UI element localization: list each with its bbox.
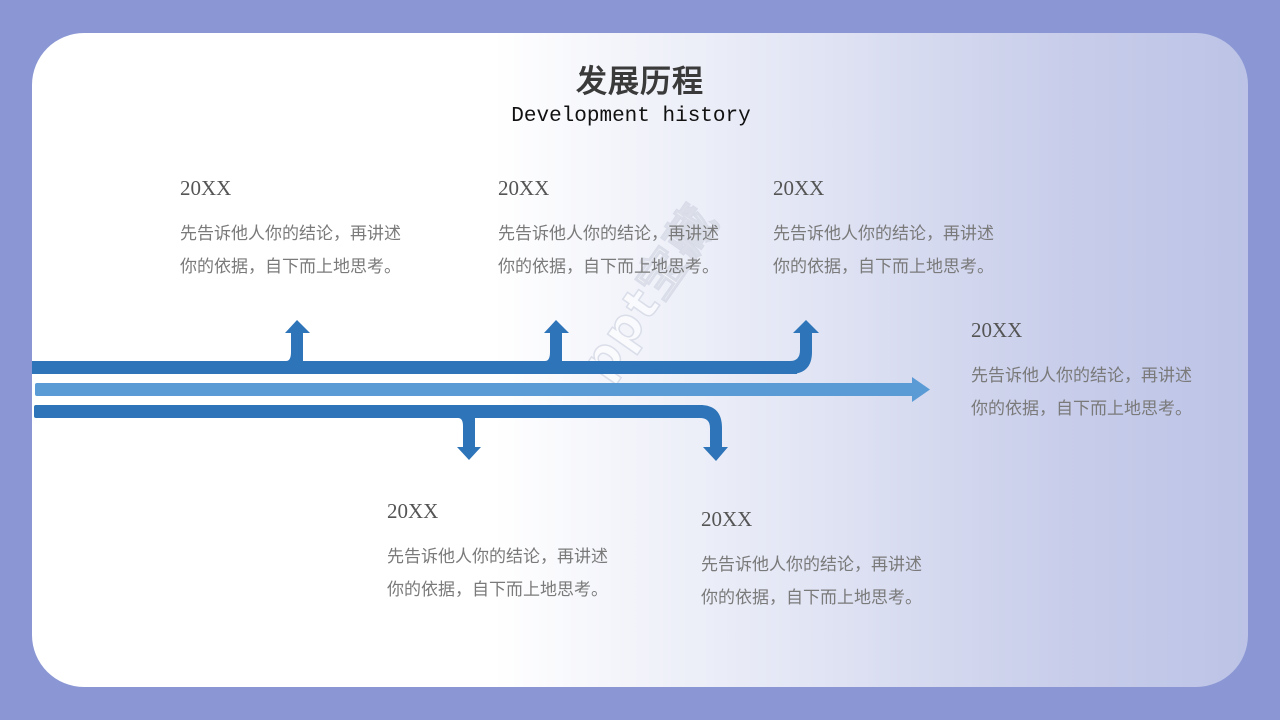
entry-line: 你的依据，自下而上地思考。 xyxy=(773,257,994,277)
entry-line: 你的依据，自下而上地思考。 xyxy=(701,588,922,608)
arrow-up-icon xyxy=(790,320,819,374)
timeline-entry: 20XX 先告诉他人你的结论，再讲述 你的依据，自下而上地思考。 xyxy=(180,176,450,284)
entry-line: 你的依据，自下而上地思考。 xyxy=(180,257,401,277)
arrow-up-icon xyxy=(544,320,569,361)
entry-year: 20XX xyxy=(387,499,439,523)
entry-year: 20XX xyxy=(701,507,753,531)
timeline-entry: 20XX 先告诉他人你的结论，再讲述 你的依据，自下而上地思考。 xyxy=(701,507,971,615)
bottom-branch-arrows xyxy=(34,405,728,461)
arrow-right-icon xyxy=(912,377,930,402)
entry-description: 先告诉他人你的结论，再讲述 你的依据，自下而上地思考。 xyxy=(773,218,1033,284)
page-title: 发展历程 xyxy=(576,64,704,100)
arrow-up-icon xyxy=(285,320,310,361)
timeline-entry: 20XX 先告诉他人你的结论，再讲述 你的依据，自下而上地思考。 xyxy=(971,318,1241,426)
entry-year: 20XX xyxy=(971,318,1023,342)
entry-line: 先告诉他人你的结论，再讲述 xyxy=(773,224,994,244)
slide-card xyxy=(32,33,1248,687)
entry-description: 先告诉他人你的结论，再讲述 你的依据，自下而上地思考。 xyxy=(701,549,961,615)
entry-line: 先告诉他人你的结论，再讲述 xyxy=(387,547,608,567)
entry-line: 你的依据，自下而上地思考。 xyxy=(387,580,608,600)
entry-description: 先告诉他人你的结论，再讲述 你的依据，自下而上地思考。 xyxy=(387,541,647,607)
entry-line: 你的依据，自下而上地思考。 xyxy=(971,399,1192,419)
entry-description: 先告诉他人你的结论，再讲述 你的依据，自下而上地思考。 xyxy=(498,218,758,284)
entry-year: 20XX xyxy=(180,176,232,200)
entry-line: 先告诉他人你的结论，再讲述 xyxy=(701,555,922,575)
entry-line: 先告诉他人你的结论，再讲述 xyxy=(971,366,1192,386)
arrow-down-icon xyxy=(700,405,728,461)
timeline-entry: 20XX 先告诉他人你的结论，再讲述 你的依据，自下而上地思考。 xyxy=(773,176,1043,284)
entry-line: 先告诉他人你的结论，再讲述 xyxy=(180,224,401,244)
entry-year: 20XX xyxy=(498,176,550,200)
entry-line: 你的依据，自下而上地思考。 xyxy=(498,257,719,277)
entry-year: 20XX xyxy=(773,176,825,200)
timeline-entry: 20XX 先告诉他人你的结论，再讲述 你的依据，自下而上地思考。 xyxy=(498,176,768,284)
arrow-down-icon xyxy=(457,418,481,460)
top-branch-arrows xyxy=(32,320,819,374)
entry-description: 先告诉他人你的结论，再讲述 你的依据，自下而上地思考。 xyxy=(971,360,1231,426)
page-subtitle: Development history xyxy=(511,105,751,128)
timeline-entry: 20XX 先告诉他人你的结论，再讲述 你的依据，自下而上地思考。 xyxy=(387,499,657,607)
entry-description: 先告诉他人你的结论，再讲述 你的依据，自下而上地思考。 xyxy=(180,218,440,284)
entry-line: 先告诉他人你的结论，再讲述 xyxy=(498,224,719,244)
main-arrow xyxy=(35,377,930,402)
